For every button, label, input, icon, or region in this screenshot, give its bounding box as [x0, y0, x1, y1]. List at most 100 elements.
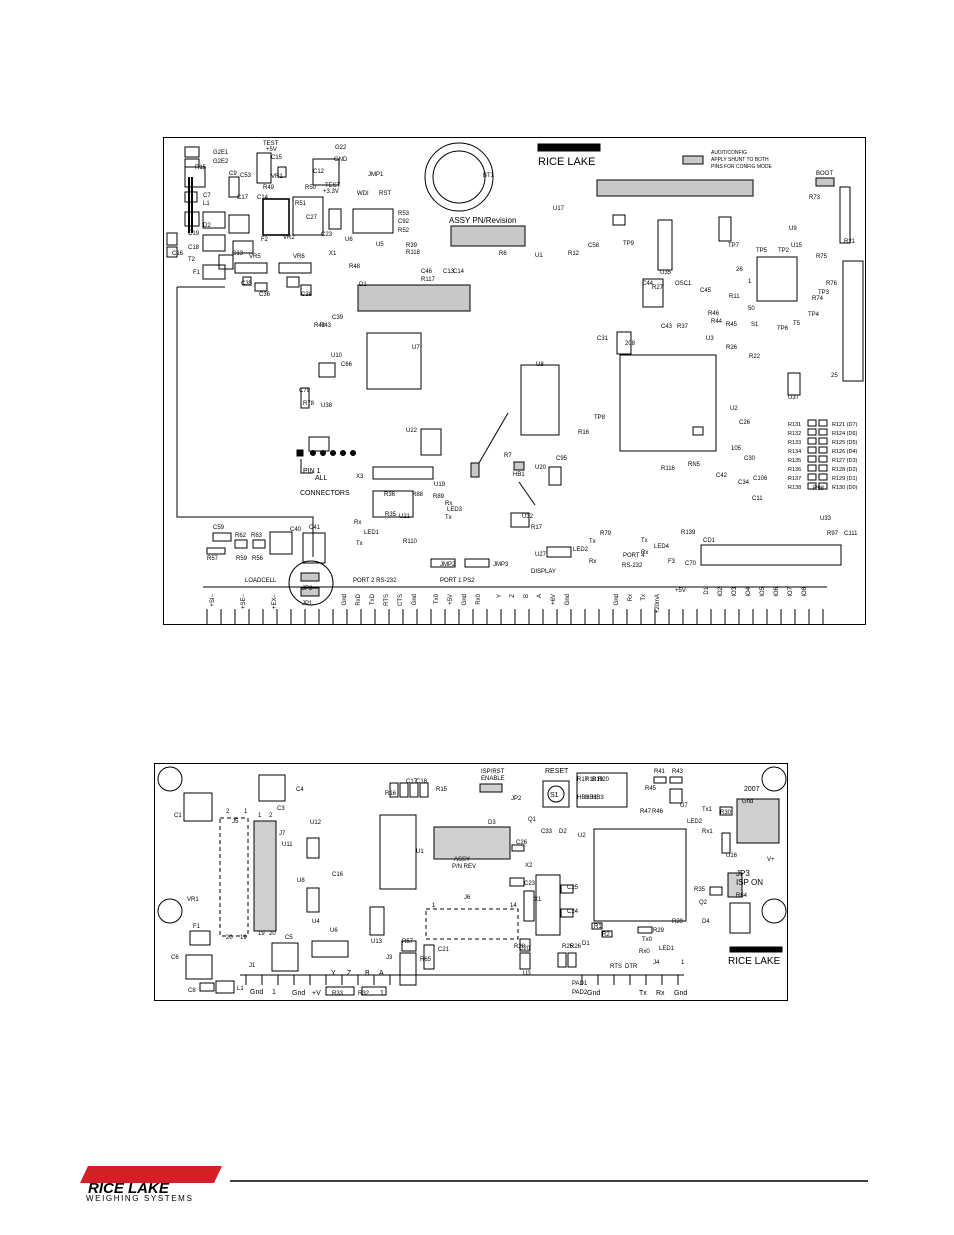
component-label: VR1 [187, 897, 199, 903]
component-label: 2 [269, 813, 273, 819]
component-label: X3 [356, 474, 364, 480]
component-label: R17 [577, 777, 589, 783]
resistor-label: R128 (D2) [832, 467, 858, 473]
component-label: T5 [793, 321, 801, 327]
component-label: Q2 [699, 900, 708, 906]
component-label: C46 [421, 269, 433, 275]
component-label: U17 [553, 206, 565, 212]
component-label: U10 [331, 353, 343, 359]
component-label: R29 [653, 928, 665, 934]
resistor-label: R132 [788, 431, 801, 437]
resistor-box [807, 437, 817, 445]
pin-label: Z [510, 594, 516, 598]
component-label: Gnd [742, 799, 753, 805]
component-label: X2 [525, 863, 533, 869]
component-label: G2E2 [213, 159, 229, 165]
mount-hole [157, 898, 183, 924]
component-label: PAD2 [572, 990, 588, 996]
component-label: F3 [668, 559, 676, 565]
component-label: R139 [681, 530, 696, 536]
component-label: G22 [335, 145, 347, 151]
pin-label: Gnd [674, 990, 687, 997]
resistor-box [818, 455, 828, 463]
pin-label: +SI− [210, 594, 216, 607]
component-label: BT1 [483, 173, 495, 179]
component-label: D2 [559, 829, 567, 835]
component-label: R63 [251, 533, 263, 539]
component-label: +5V [266, 147, 277, 153]
component-label: C1 [174, 813, 182, 819]
board2-brand-label: RICE LAKE [728, 956, 781, 967]
component-label: R1 [594, 924, 602, 930]
pin-label: Gnd [587, 990, 600, 997]
component-label: C38 [301, 292, 313, 298]
component-label: J7 [279, 831, 286, 837]
boot-label: BOOT [816, 171, 833, 177]
resistor-label: R121 (D7) [832, 422, 858, 428]
pin-label: Gnd [614, 594, 620, 605]
component-label: Q1 [528, 817, 537, 823]
component-label: 1 [681, 960, 685, 966]
resistor-label: R129 (D1) [832, 476, 858, 482]
component-label: R27 [652, 285, 664, 291]
component-label: R52 [398, 228, 410, 234]
component-label: HB2 [585, 795, 597, 801]
component-label: R116 [661, 466, 676, 472]
component-label: R26 [726, 345, 738, 351]
component-label: C34 [738, 480, 750, 486]
component-label: C45 [700, 288, 712, 294]
component-label: C24 [567, 909, 579, 915]
component-label: R28 [514, 944, 526, 950]
pin-label: Rx0 [476, 593, 482, 604]
component-label: C7 [203, 193, 211, 199]
component-label: R50 [305, 185, 317, 191]
component-label: C30 [744, 456, 756, 462]
resistor-box [818, 428, 828, 436]
resistor-box [807, 482, 817, 490]
component-label: LED3 [447, 507, 463, 513]
pin-label: Tx0 [434, 593, 440, 604]
component-label: C13 [232, 251, 244, 257]
component-label: VR1 [271, 174, 283, 180]
component-label: 25 [831, 373, 838, 379]
component-label: TP8 [594, 415, 606, 421]
component-label: R47 [640, 809, 652, 815]
component-label: 50 [748, 306, 755, 312]
component-label: C95 [556, 456, 568, 462]
component-label: +3.3V [323, 189, 339, 195]
component-label: C43 [661, 324, 673, 330]
component-label: JP2 [302, 586, 313, 592]
port-header: PORT 4 [623, 553, 645, 559]
component-label: C111 [844, 531, 858, 537]
component-label: R11 [729, 294, 740, 300]
pin-label: D1 [704, 586, 710, 594]
pin-label: Gnd [462, 594, 468, 605]
component-label: C14 [257, 195, 269, 201]
component-label: C26 [739, 420, 751, 426]
component-label: R6 [499, 251, 507, 257]
component-label: PAD1 [572, 981, 588, 987]
component-label: C16 [332, 872, 344, 878]
mount-hole [157, 766, 183, 792]
component-label: X1 [329, 251, 337, 257]
component-label: C35 [241, 281, 253, 287]
component-label: C42 [716, 473, 728, 479]
component-label: R118 [406, 250, 421, 256]
component-label: C17 [237, 195, 249, 201]
pin-label: +SE− [241, 594, 247, 610]
component-label: R25 [562, 944, 574, 950]
component-label: 19 [240, 935, 247, 941]
component-label: RST [379, 191, 391, 197]
component-label: R39 [672, 919, 684, 925]
pin-label: 1 [272, 989, 276, 996]
component-label: JMP3 [493, 562, 509, 568]
pin-label: Y [497, 594, 503, 598]
component-label: LED4 [654, 544, 670, 550]
component-label: Rx [354, 520, 361, 526]
pin-label: Y [331, 970, 336, 977]
component-label: JP1 [302, 601, 313, 607]
component-label: LED1 [364, 530, 380, 536]
component-label: R78 [303, 401, 315, 407]
resistor-box [807, 455, 817, 463]
component-label: C11 [752, 496, 763, 502]
